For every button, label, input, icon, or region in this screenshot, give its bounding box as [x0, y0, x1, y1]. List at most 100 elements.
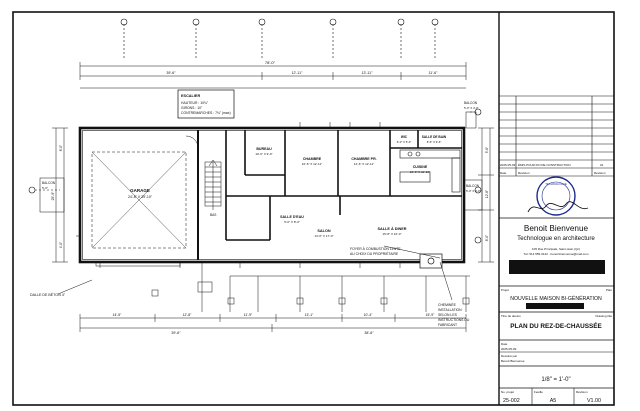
note-dalle: DALLE DE BÉTON 4" — [30, 292, 66, 297]
dim-left: 4'-0" — [59, 242, 63, 248]
room-label-salon: SALON — [317, 229, 331, 233]
note-balcon-top: 5'-0" X 4'-0" — [464, 106, 479, 110]
revision-header: Révision — [518, 171, 530, 175]
dim-right: 8'-0" — [485, 235, 489, 241]
note-cheminee: FABRICANT — [438, 323, 457, 327]
signature — [527, 201, 589, 213]
project-number: 25-002 — [503, 398, 520, 404]
note-foyer: AU CHOIX DU PROPRIÉTAIRE — [350, 251, 399, 256]
stair-note-line: GIRONS : 10" — [181, 106, 203, 110]
room-size-cuisine: 12'-6" X 11'-10" — [410, 170, 430, 174]
room-size-chambre-pr: 12'-6" X 12'-11" — [354, 162, 374, 166]
stair-note-line: CONTREMARCHES : 7¾" (max) — [181, 111, 231, 115]
dim-left: 8'-0" — [59, 145, 63, 151]
note-balcon-top: BALCON — [464, 101, 478, 105]
room-size-salle-eau: 5'-0" X 8'-0" — [284, 220, 300, 224]
room-label-salle-diner: SALLE À DINER — [377, 226, 406, 231]
scale-value: 1/8" = 1'-0" — [541, 377, 570, 383]
dim-top: 11'-6" — [429, 71, 439, 75]
dim-top: 13'-11" — [362, 71, 374, 75]
room-size-chambre: 10'-6" X 12'-11" — [302, 162, 322, 166]
room-size-garage: 24'-8" X 39'-10" — [128, 195, 153, 199]
dim-bottom: 15'-9" — [426, 313, 435, 317]
dim-bottom: 10'-4" — [364, 313, 373, 317]
windows — [95, 122, 401, 268]
kitchen-counter — [399, 149, 461, 193]
room-label-salle-bain: SALLE DE BAIN — [422, 135, 447, 139]
redacted-bar — [509, 260, 605, 274]
revision-number: 01 — [600, 163, 604, 167]
balconies — [39, 111, 483, 237]
room-label-bureau: BUREAU — [256, 147, 272, 151]
note-cheminee: SELON LES — [438, 313, 458, 317]
dim-bottom: 11'-9" — [244, 313, 253, 317]
dim-bottom: 14'-5" — [113, 313, 122, 317]
plan-labels: ESCALIER HAUTEUR : 10¾" GIRONS : 10" CON… — [30, 60, 489, 335]
project-label-right: Plan — [606, 288, 612, 292]
room-size-wic: 6'-0" X 5'-0" — [397, 140, 412, 144]
room-label-chambre: CHAMBRE — [303, 157, 322, 161]
project-label: Projet — [501, 288, 509, 292]
note-cheminee: CHEMINÉE — [438, 302, 457, 307]
dim-right: 12'-8" — [485, 190, 489, 198]
dim-top: 39'-6" — [166, 71, 176, 75]
redacted-bar — [526, 303, 584, 309]
room-label-wic: WIC — [401, 135, 408, 139]
drawing-label: Titre du dessin — [501, 314, 521, 318]
seal-text: TECHNOLOGUE — [545, 182, 567, 186]
room-label-chambre-pr: CHAMBRE PR. — [351, 157, 376, 161]
deck-posts — [151, 262, 470, 312]
footer-label: Feuille — [534, 390, 543, 394]
seal: TECHNOLOGUE — [527, 176, 589, 216]
dim-bottom-overall: 38'-6" — [364, 331, 374, 335]
sheet-number: A5 — [550, 398, 557, 404]
note-balcon-left: BALCON — [42, 181, 56, 185]
room-size-salon: 13'-0" X 17'-0" — [315, 234, 334, 238]
firm-name: Benoit Bienvenue — [524, 224, 589, 233]
dim-bottom: 13'-1" — [305, 313, 314, 317]
floor-plan — [28, 18, 494, 332]
room-size-bureau: 10'-0" X 9'-0" — [255, 152, 272, 156]
note-cheminee: INSTRUCTIONS DU — [438, 318, 470, 322]
note-balcon-right: BALCON — [466, 184, 480, 188]
room-label-cuisine: CUISINE — [413, 165, 428, 169]
room-label-garage: GARAGE — [130, 188, 150, 193]
note-balcon-right: 5'-0" X 4'-0" — [466, 189, 481, 193]
drawn-value: Benoit Bienvenue — [501, 359, 525, 363]
firm-address: Tél: 514 555-0142 · benoit.bienvenue@mai… — [524, 252, 589, 256]
note-balcon-left: 5'-0" — [42, 186, 48, 190]
revision-date: 2025-05-09 — [500, 163, 516, 167]
title-block: 2025-05-09 ÉMIS POUR FIN DE CONSTRUCTION… — [499, 95, 614, 405]
interior-walls — [225, 130, 462, 241]
footer-label: No. projet — [501, 390, 514, 394]
garage-area — [91, 130, 199, 260]
firm-address: 105 Rue Principale, Saint-Jean (Qc) — [532, 247, 580, 251]
dimension-lines — [52, 62, 494, 332]
revision-table — [499, 95, 614, 177]
note-foyer: FOYER À COMBUSTION LENTE — [350, 247, 401, 251]
note-bas: BAS — [210, 213, 216, 217]
date-label: Date — [501, 342, 508, 346]
revision-header: Révision — [594, 171, 606, 175]
stair-note-box — [177, 89, 235, 119]
note-cheminee: INSTALLATION — [438, 308, 462, 312]
revision-description: ÉMIS POUR FIN DE CONSTRUCTION — [518, 162, 571, 167]
firm-title: Technologue en architecture — [517, 235, 595, 242]
dim-left: 25'-9" — [51, 191, 55, 200]
stair — [204, 159, 222, 210]
dim-right: 5'-6" — [485, 147, 489, 153]
footer-label: Révision — [576, 390, 588, 394]
drawing-label-right: Drawing title — [595, 314, 612, 318]
room-label-salle-eau: SALLE D'EAU — [280, 215, 304, 219]
room-size-salle-bain: 8'-6" X 9'-6" — [427, 140, 442, 144]
revision-header: Date — [500, 171, 507, 175]
leader-lines — [57, 245, 453, 301]
drawn-label: Dessiné par — [501, 354, 517, 358]
stair-note-title: ESCALIER — [181, 94, 200, 98]
drawing-title: PLAN DU REZ-DE-CHAUSSÉE — [510, 321, 602, 330]
dim-top: 12'-11" — [292, 71, 304, 75]
version: V1.00 — [587, 398, 601, 404]
dim-bottom-overall: 39'-6" — [171, 331, 181, 335]
dim-overall-top: 78'-0" — [265, 60, 276, 65]
